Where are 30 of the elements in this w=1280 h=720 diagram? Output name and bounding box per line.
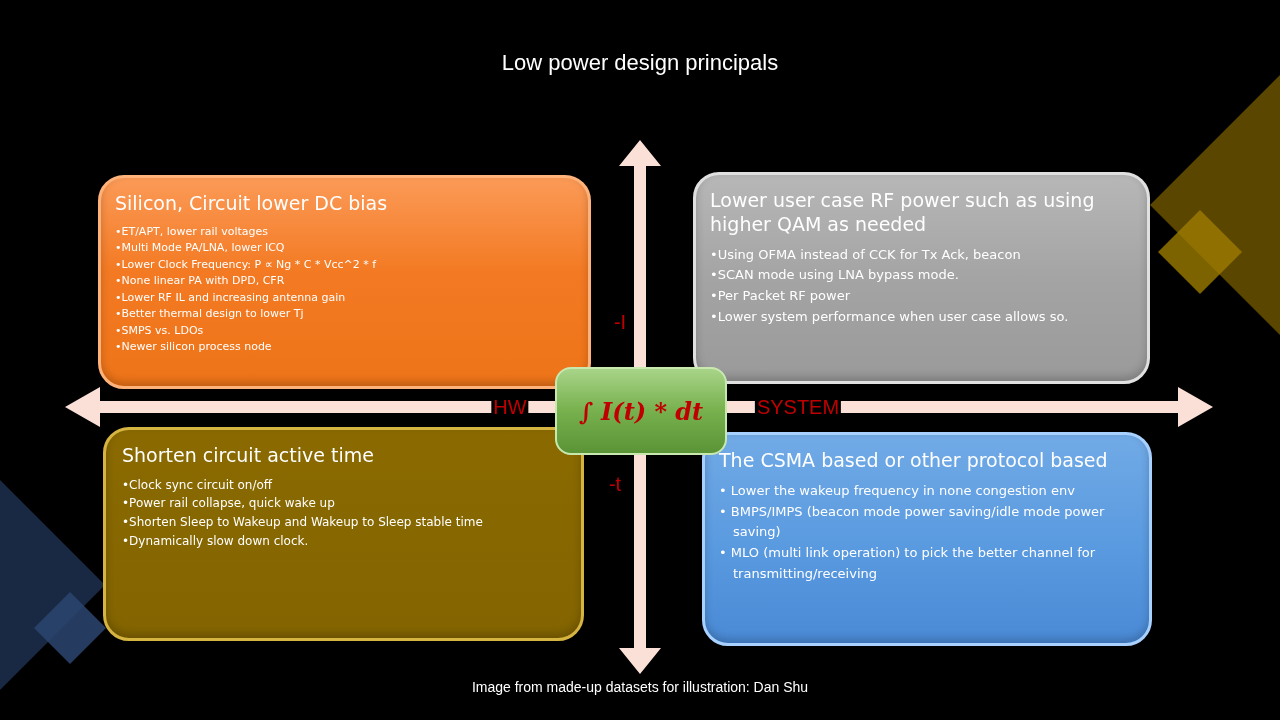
card-heading: Shorten circuit active time bbox=[122, 444, 375, 468]
card-heading: Silicon, Circuit lower DC bias bbox=[115, 192, 389, 216]
bullet-item: •Dynamically slow down clock. bbox=[122, 532, 310, 550]
bullet-item: •Using OFMA instead of CCK for Tx Ack, beacon bbox=[710, 245, 1022, 264]
principle-card bbox=[98, 175, 591, 389]
bullet-item: •Per Packet RF power bbox=[710, 287, 851, 306]
caption: Image from made-up datasets for illustration: Dan Shu bbox=[470, 679, 810, 695]
bullet-item: •Lower Clock Frequency: P ∝ Ng * C * Vcc^2 * f bbox=[115, 256, 378, 273]
bullet-item: •ET/APT, lower rail voltages bbox=[115, 223, 269, 240]
bullet-item: •Lower RF IL and increasing antenna gain bbox=[115, 289, 347, 306]
bullet-item: •Multi Mode PA/LNA, lower ICQ bbox=[115, 240, 286, 257]
principle-card bbox=[702, 432, 1152, 646]
bullet-item: • BMPS/IMPS (beacon mode power saving/idle mode power saving) bbox=[719, 502, 1106, 542]
principle-card bbox=[103, 427, 584, 641]
title: Low power design principals bbox=[500, 50, 780, 76]
card-heading: The CSMA based or other protocol based bbox=[719, 449, 1109, 473]
bullet-item: • Lower the wakeup frequency in none congestion env bbox=[719, 481, 1076, 500]
formula-text: ∫ I(t) * dt bbox=[578, 396, 704, 426]
bullet-item: •Lower system performance when user case allows so. bbox=[710, 307, 1070, 326]
bullet-item: •Better thermal design to lower Tj bbox=[115, 306, 305, 323]
bullet-item: •SCAN mode using LNA bypass mode. bbox=[710, 266, 960, 285]
bullet-item: •SMPS vs. LDOs bbox=[115, 322, 205, 339]
card-heading: Lower user case RF power such as using higher QAM as needed bbox=[710, 189, 1096, 237]
principle-card bbox=[693, 172, 1150, 384]
bullet-item: • MLO (multi link operation) to pick the better channel for transmitting/receiving bbox=[719, 544, 1097, 583]
bullet-item: •None linear PA with DPD, CFR bbox=[115, 273, 286, 290]
bullet-item: •Power rail collapse, quick wake up bbox=[122, 495, 336, 513]
bullet-item: •Clock sync circuit on/off bbox=[122, 476, 274, 494]
bullet-item: •Newer silicon process node bbox=[115, 339, 273, 356]
bullet-item: •Shorten Sleep to Wakeup and Wakeup to Sleep stable time bbox=[122, 513, 484, 531]
